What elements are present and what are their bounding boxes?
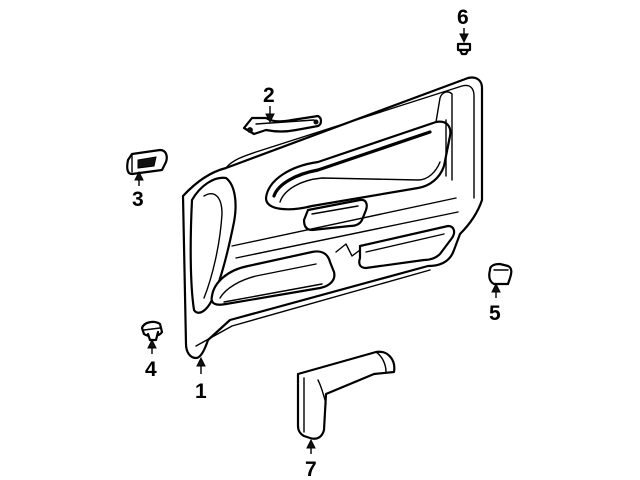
door-trim-panel (181, 76, 484, 360)
callout-leaders (134, 28, 501, 454)
callout-2: 2 (263, 84, 275, 107)
fastener (456, 42, 472, 56)
cover-cap (488, 262, 513, 286)
retainer-clip (140, 320, 164, 342)
lower-trim-panel (296, 350, 396, 440)
callout-1: 1 (195, 380, 207, 403)
callout-5: 5 (489, 302, 501, 325)
pull-handle (242, 114, 323, 136)
callout-3: 3 (132, 188, 144, 211)
callout-6: 6 (457, 6, 469, 29)
callout-7: 7 (305, 458, 317, 480)
switch-bezel (126, 148, 168, 176)
callout-4: 4 (145, 358, 157, 381)
